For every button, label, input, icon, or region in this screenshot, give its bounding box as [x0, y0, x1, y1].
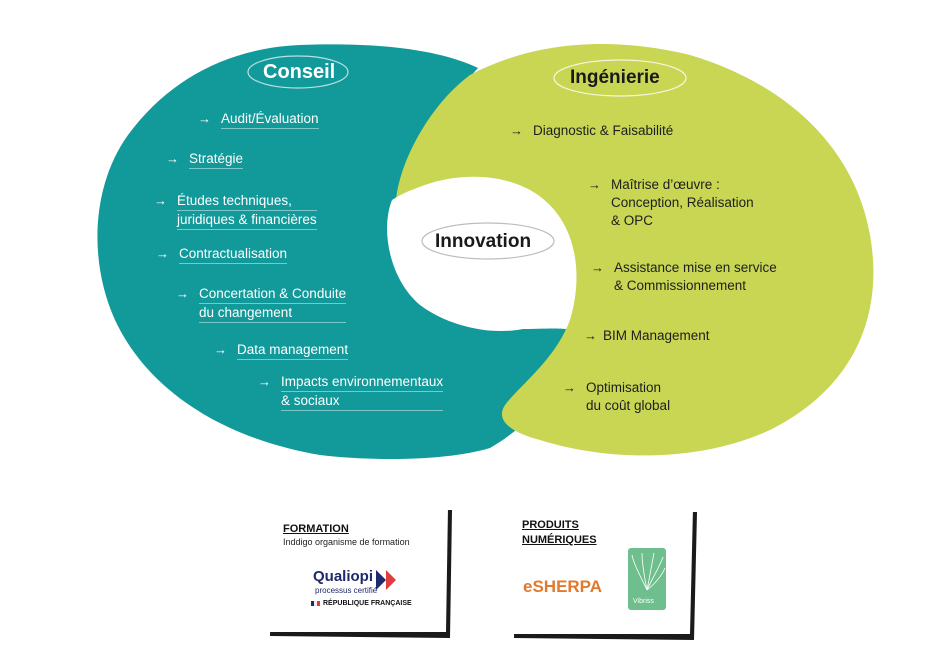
- ingenierie-item-label: Optimisation: [586, 380, 662, 395]
- conseil-title: Conseil: [263, 61, 336, 83]
- innovation-hole: [387, 179, 571, 332]
- conseil-item-audit: → Audit/Évaluation: [198, 110, 319, 129]
- conseil-item-label: Stratégie: [189, 150, 244, 169]
- conseil-item-concertation: → Concertation & Conduite du changement: [176, 285, 347, 323]
- conseil-title-oval: [247, 55, 349, 89]
- arrow-icon: →: [198, 111, 211, 126]
- produits-title-line1: PRODUITS: [522, 519, 579, 531]
- ingenierie-title: Ingénierie: [570, 67, 660, 88]
- conseil-item-label: & sociaux: [281, 392, 444, 411]
- ingenierie-item-label: Conception, Réalisation: [611, 195, 754, 210]
- french-flag-white: [314, 601, 317, 606]
- vibriss-logo-lines: [631, 552, 666, 591]
- conseil-item-label: Data management: [237, 341, 349, 360]
- vibriss-logo-label[interactable]: Vibriss: [633, 598, 654, 605]
- arrow-icon: →: [563, 380, 576, 395]
- arrow-icon: →: [166, 151, 179, 166]
- produits-title-line2: NUMÉRIQUES: [522, 534, 597, 546]
- arrow-icon: →: [591, 260, 604, 275]
- conseil-item-contractualisation: → Contractualisation: [156, 245, 288, 264]
- formation-card-face: [268, 507, 448, 632]
- arrow-icon: →: [584, 328, 597, 343]
- innovation-title: Innovation: [435, 231, 532, 252]
- ingenierie-item-label: BIM Management: [603, 328, 710, 343]
- qualiopi-logo-arrow-red: [386, 570, 396, 590]
- arrow-icon: →: [510, 123, 523, 138]
- ingenierie-item-diagnostic: → Diagnostic & Faisabilité: [510, 122, 673, 140]
- conseil-item-label: Études techniques,: [177, 192, 317, 211]
- conseil-item-label: Audit/Évaluation: [221, 110, 319, 129]
- arrow-icon: →: [214, 342, 227, 357]
- arrow-icon: →: [588, 177, 601, 192]
- qualiopi-subtitle: processus certifié: [315, 586, 378, 595]
- arrow-icon: →: [156, 246, 169, 261]
- republique-francaise-label: RÉPUBLIQUE FRANÇAISE: [323, 600, 412, 607]
- conseil-item-impacts: → Impacts environnementaux & sociaux: [258, 373, 444, 411]
- qualiopi-logo-arrow-blue: [376, 570, 386, 590]
- ingenierie-item-label: du coût global: [586, 398, 671, 413]
- conseil-item-etudes: → Études techniques, juridiques & financ…: [154, 192, 317, 230]
- arrow-icon: →: [154, 193, 167, 208]
- conseil-item-label: du changement: [199, 304, 347, 323]
- conseil-blob: [97, 44, 570, 460]
- formation-title: FORMATION: [283, 523, 349, 535]
- innovation-title-oval: [421, 222, 555, 260]
- conseil-item-label: Impacts environnementaux: [281, 373, 444, 392]
- ingenierie-item-optimisation: → Optimisation du coût global: [563, 379, 670, 415]
- ingenierie-item-label: Maîtrise d’œuvre :: [611, 177, 720, 192]
- ingenierie-item-maitrise: → Maîtrise d’œuvre : Conception, Réalisa…: [588, 176, 754, 230]
- ingenierie-item-label: & Commissionnement: [614, 278, 747, 293]
- ingenierie-item-label: Assistance mise en service: [614, 260, 777, 275]
- esherpa-logo[interactable]: eSHERPA: [523, 577, 603, 596]
- formation-subtitle: Inddigo organisme de formation: [283, 537, 410, 547]
- ingenierie-title-oval: [553, 59, 687, 97]
- conseil-item-label: Contractualisation: [179, 245, 288, 264]
- arrow-icon: →: [258, 374, 271, 389]
- vibriss-logo: [628, 548, 666, 610]
- conseil-item-data: → Data management: [214, 341, 349, 360]
- arrow-icon: →: [176, 286, 189, 301]
- conseil-item-label: Concertation & Conduite: [199, 285, 347, 304]
- qualiopi-logo[interactable]: Qualiopi: [313, 568, 373, 585]
- conseil-item-strategie: → Stratégie: [166, 150, 244, 169]
- conseil-item-label: juridiques & financières: [177, 211, 317, 230]
- ingenierie-item-bim: → BIM Management: [584, 327, 710, 345]
- french-flag-icon: [311, 601, 314, 606]
- ingenierie-item-label: Diagnostic & Faisabilité: [533, 123, 674, 138]
- ingenierie-item-label: & OPC: [611, 213, 654, 228]
- ingenierie-item-assistance: → Assistance mise en service & Commissio…: [591, 259, 777, 295]
- ingenierie-blob: [396, 44, 874, 456]
- french-flag-red: [317, 601, 320, 606]
